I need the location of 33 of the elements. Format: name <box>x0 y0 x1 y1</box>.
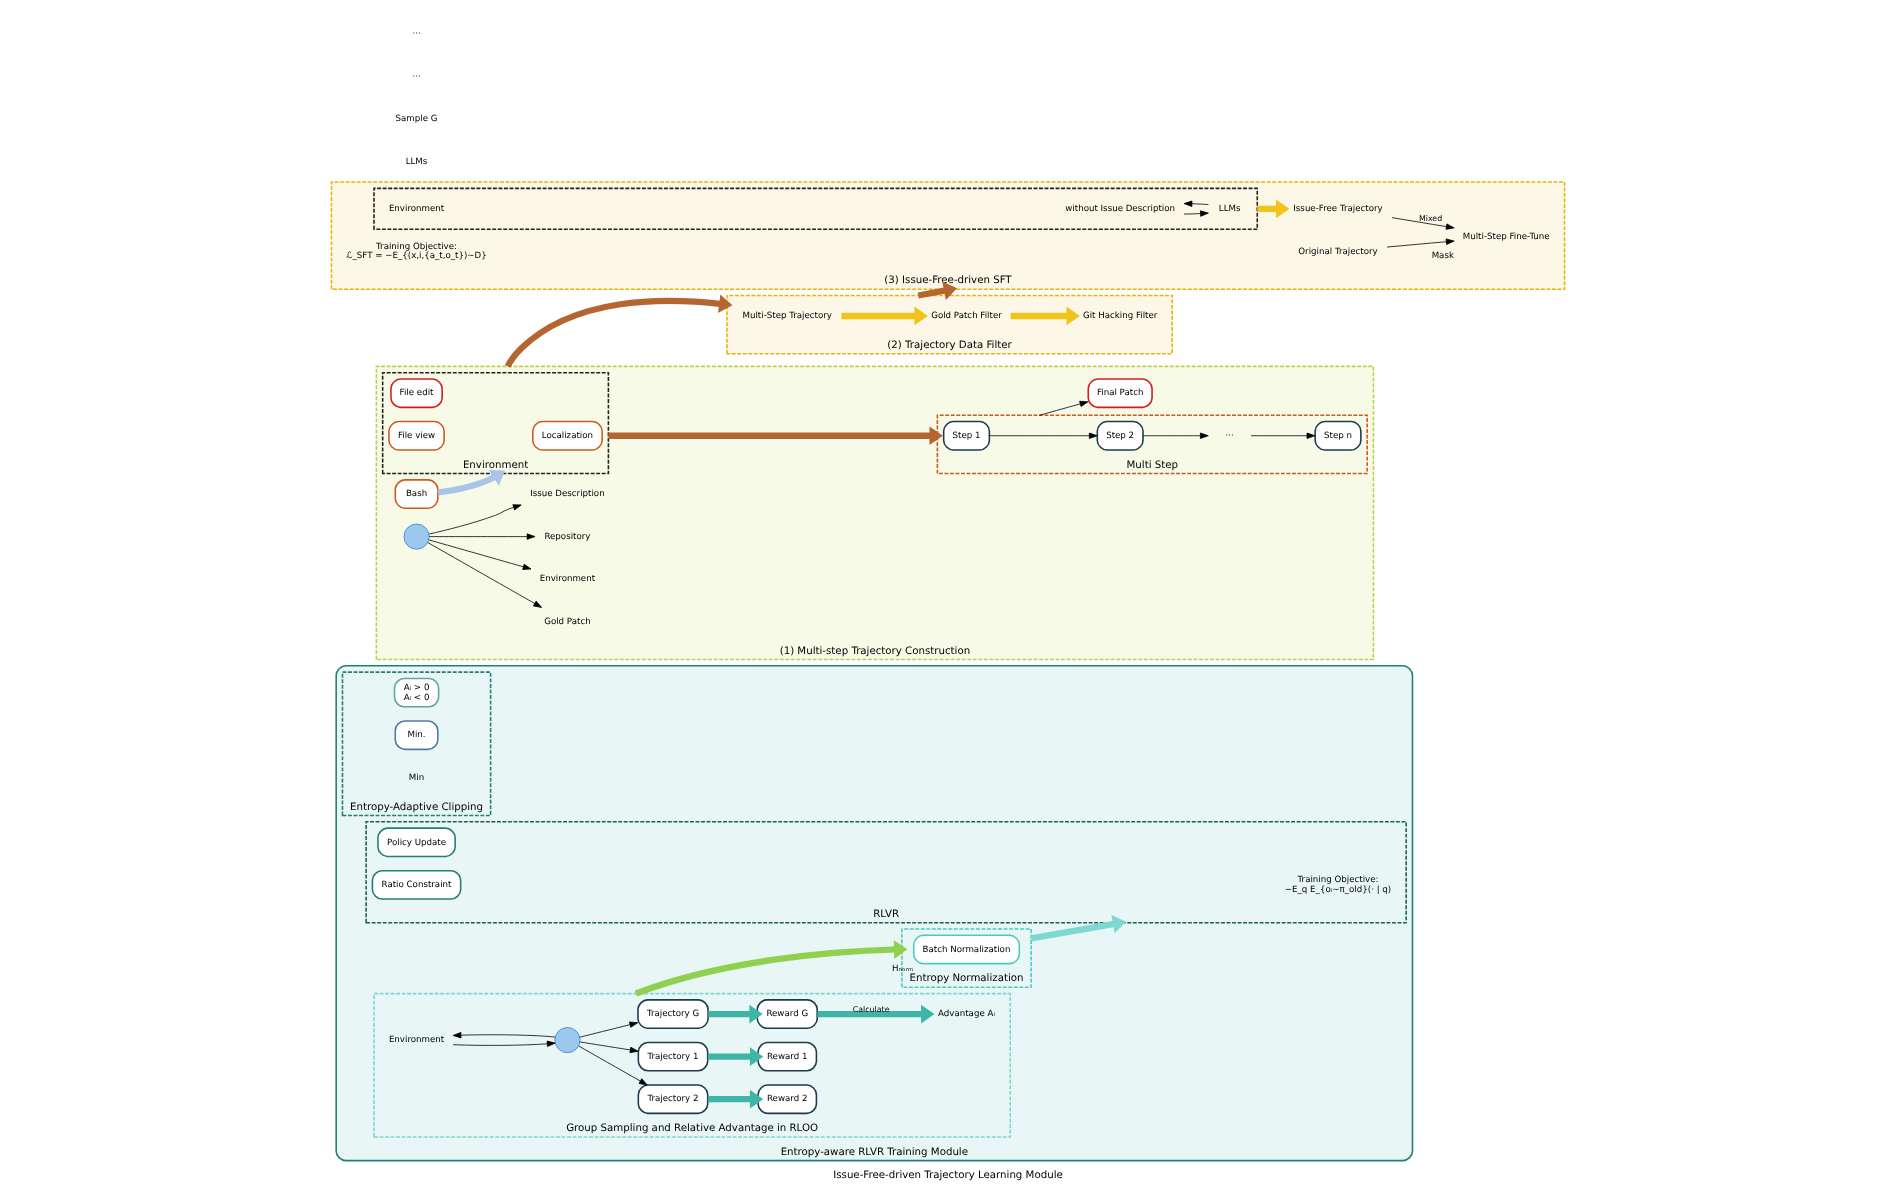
arrow <box>1249 432 1315 439</box>
arrow <box>427 533 535 540</box>
arrow <box>577 1045 647 1086</box>
arrow <box>1385 238 1454 248</box>
arrow <box>1256 199 1289 219</box>
arrow <box>1141 432 1208 439</box>
arrow <box>840 306 927 326</box>
arrow <box>1009 306 1079 326</box>
arrow <box>1029 914 1126 942</box>
node-circle <box>553 1027 580 1054</box>
arrow <box>436 469 505 496</box>
arrow <box>1182 200 1208 207</box>
cluster <box>372 187 1258 231</box>
arrow <box>1390 217 1454 230</box>
arrow <box>816 1004 934 1024</box>
arrow <box>706 1047 763 1066</box>
arrow <box>988 432 1097 439</box>
arrow <box>578 1041 638 1054</box>
arrow <box>1038 400 1088 416</box>
arrow <box>578 1021 638 1038</box>
arrow <box>427 539 531 570</box>
arrow <box>426 542 541 608</box>
node-circle <box>402 523 429 550</box>
arrow <box>633 940 907 997</box>
arrow <box>706 1089 763 1109</box>
arrow <box>451 1032 555 1039</box>
arrow <box>707 1004 762 1024</box>
arrow <box>503 294 732 368</box>
arrow <box>916 281 957 300</box>
arrow <box>607 426 942 446</box>
arrow <box>1182 210 1208 217</box>
arrow <box>427 504 521 535</box>
arrow <box>451 1040 555 1047</box>
